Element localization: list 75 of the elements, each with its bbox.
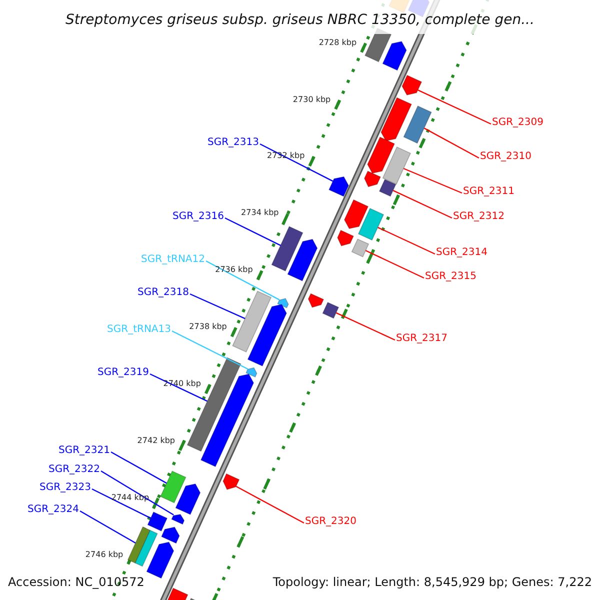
gene-label: SGR_tRNA12 [141,253,205,267]
gene-bar [322,302,340,319]
gene-bar [277,298,289,308]
leader-line [92,488,151,519]
gene-label: SGR_tRNA13 [107,323,171,337]
leader-line [206,260,280,300]
gene-bar [380,97,412,142]
gene-label: SGR_2310 [480,150,532,164]
gene-bar [171,514,185,525]
leader-line [260,143,334,182]
leader-line [100,470,174,516]
gene-bar [308,293,324,308]
leader-line [110,451,167,484]
gene-label: SGR_2318 [138,286,189,300]
accession-text: Accession: NC_010572 [8,575,144,589]
gene-bar [337,230,354,246]
gene-label: SGR_2316 [172,210,224,224]
scale-label: 2734 kbp [241,207,279,220]
scale-label: 2730 kbp [292,94,331,106]
gene-label: SGR_2317 [396,332,448,346]
gene-bar [287,238,318,282]
gene-bar [402,74,422,96]
leader-line [418,90,492,125]
gene-bar [403,105,432,144]
gene-label: SGR_2323 [40,481,91,495]
gene-bar [364,170,382,188]
leader-line [403,168,462,194]
leader-line [224,217,281,246]
gene-label: SGR_2319 [98,366,149,380]
leader-line [172,330,248,370]
gene-bar [358,208,384,241]
genome-info-text: Topology: linear; Length: 8,545,929 bp; Genes: 7,222 [272,575,592,589]
leader-line [378,226,436,255]
gene-label: SGR_2314 [436,246,488,260]
gene-label: SGR_2322 [48,463,100,477]
gene-label: SGR_2309 [492,116,544,130]
leader-line [80,510,136,544]
gene-bar [271,226,304,272]
leader-line [236,486,304,524]
scale-label: 2746 kbp [85,548,124,561]
gene-bar [175,483,201,516]
gene-bar [247,304,287,367]
gene-bar [378,178,396,197]
gene-bar [160,470,186,504]
gene-bar [344,199,369,230]
gene-bar [134,530,158,567]
leader-line [190,293,246,320]
gene-bar [186,357,242,452]
gene-bar [382,41,407,71]
scale-label: 2738 kbp [189,321,227,334]
gene-label: SGR_2321 [58,444,110,458]
scale-label: 2728 kbp [318,36,357,49]
leader-line [336,312,396,341]
gene-bar [146,542,174,579]
leader-line [150,373,208,402]
gene-label: SGR_2312 [453,210,504,224]
scale-label: 2732 kbp [266,150,305,162]
gene-label: SGR_2311 [463,185,514,199]
leader-line [392,190,452,219]
leader-line [365,250,424,279]
gene-bar [382,146,412,185]
scale-label: 2742 kbp [137,434,175,447]
gene-bar [351,238,370,258]
title: Streptomyces griseus subsp. griseus NBRC 13350, complete gen... [64,12,536,28]
gene-label: SGR_2315 [425,270,476,284]
gene-bar [328,176,350,197]
gene-label: SGR_2320 [305,515,356,529]
leader-line [424,128,480,159]
gene-bar [222,473,240,490]
gene-bar [147,511,168,532]
gene-bar [127,526,151,564]
gene-label: SGR_2313 [208,136,259,150]
gene-label: SGR_2324 [28,503,79,517]
gene-bar [200,374,254,468]
gene-bar [232,290,272,353]
